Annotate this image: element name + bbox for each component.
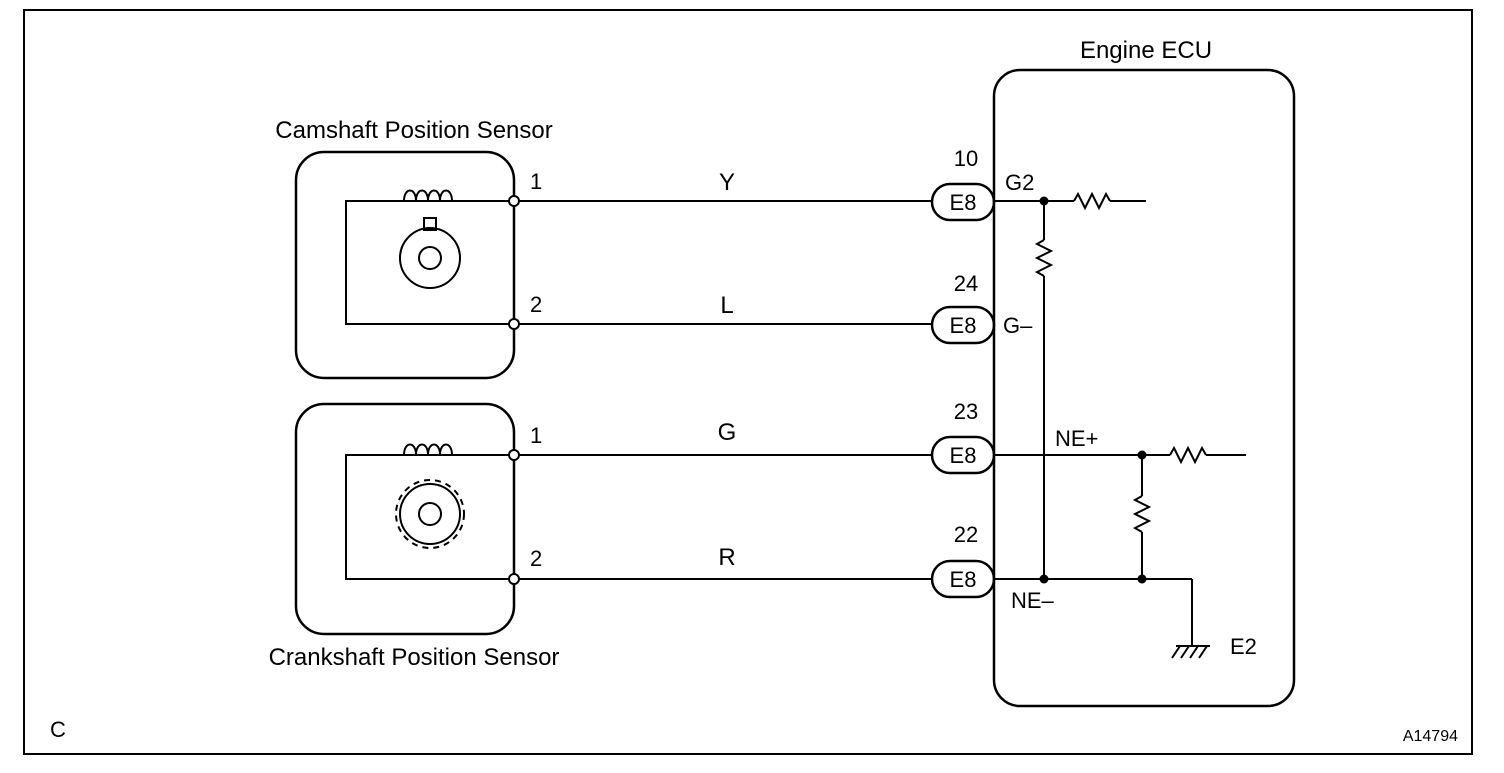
connector-e8: E8	[930, 435, 996, 475]
svg-text:E8: E8	[950, 190, 977, 215]
connector-pin-number: 22	[954, 522, 978, 547]
cam-sensor-housing	[294, 150, 516, 380]
cam-rotor-icon	[399, 227, 461, 289]
connector-e8: E8	[930, 559, 996, 599]
resistor-icon	[1073, 191, 1111, 211]
crank-coil-icon	[403, 443, 453, 456]
crank-pin2-label: 2	[530, 546, 542, 571]
connector-pin-number: 23	[954, 399, 978, 424]
cam-pin1-label: 1	[530, 169, 542, 194]
connector-pin-number: 10	[954, 146, 978, 171]
ecu-terminal-ne-minus: NE–	[1011, 588, 1055, 613]
cam-pin2-terminal	[508, 318, 520, 330]
cam-sensor-circuit	[345, 189, 514, 325]
wire-color-label: L	[720, 292, 733, 319]
corner-label: C	[50, 717, 66, 742]
ecu-terminal-ne-plus: NE+	[1055, 426, 1098, 451]
ground-label: E2	[1230, 634, 1257, 659]
resistor-icon	[1132, 495, 1152, 533]
crank-pin1-label: 1	[530, 423, 542, 448]
connector-e8: E8	[930, 182, 996, 222]
svg-text:E8: E8	[950, 567, 977, 592]
figure-id: A14794	[1403, 728, 1458, 745]
cam-sensor-title: Camshaft Position Sensor	[275, 117, 552, 144]
svg-text:E8: E8	[950, 443, 977, 468]
svg-text:E8: E8	[950, 313, 977, 338]
ground-icon	[1171, 645, 1210, 659]
ecu-terminal-g-minus: G–	[1003, 313, 1033, 338]
crank-pin1-terminal	[508, 449, 520, 461]
crank-sensor-housing	[294, 402, 516, 636]
wire-color-label: G	[718, 419, 737, 446]
crank-sensor-circuit	[345, 443, 514, 580]
connector-e8: E8	[930, 305, 996, 345]
ecu-box	[992, 68, 1296, 708]
wire-color-label: Y	[719, 169, 735, 196]
ecu-terminal-g2: G2	[1005, 170, 1034, 195]
ecu-title: Engine ECU	[1080, 37, 1212, 64]
crank-sensor-title: Crankshaft Position Sensor	[269, 644, 560, 671]
resistor-icon	[1034, 239, 1054, 277]
resistor-icon	[1169, 445, 1207, 465]
crank-pin2-terminal	[508, 573, 520, 585]
connector-pin-number: 24	[954, 271, 978, 296]
cam-pin1-terminal	[508, 195, 520, 207]
diagram-frame	[23, 9, 1473, 755]
crank-gear-icon	[395, 479, 465, 549]
cam-pin2-label: 2	[530, 292, 542, 317]
cam-coil-icon	[403, 189, 453, 202]
wire-color-label: R	[718, 544, 735, 571]
ecu-internal-circuit	[994, 191, 1246, 659]
